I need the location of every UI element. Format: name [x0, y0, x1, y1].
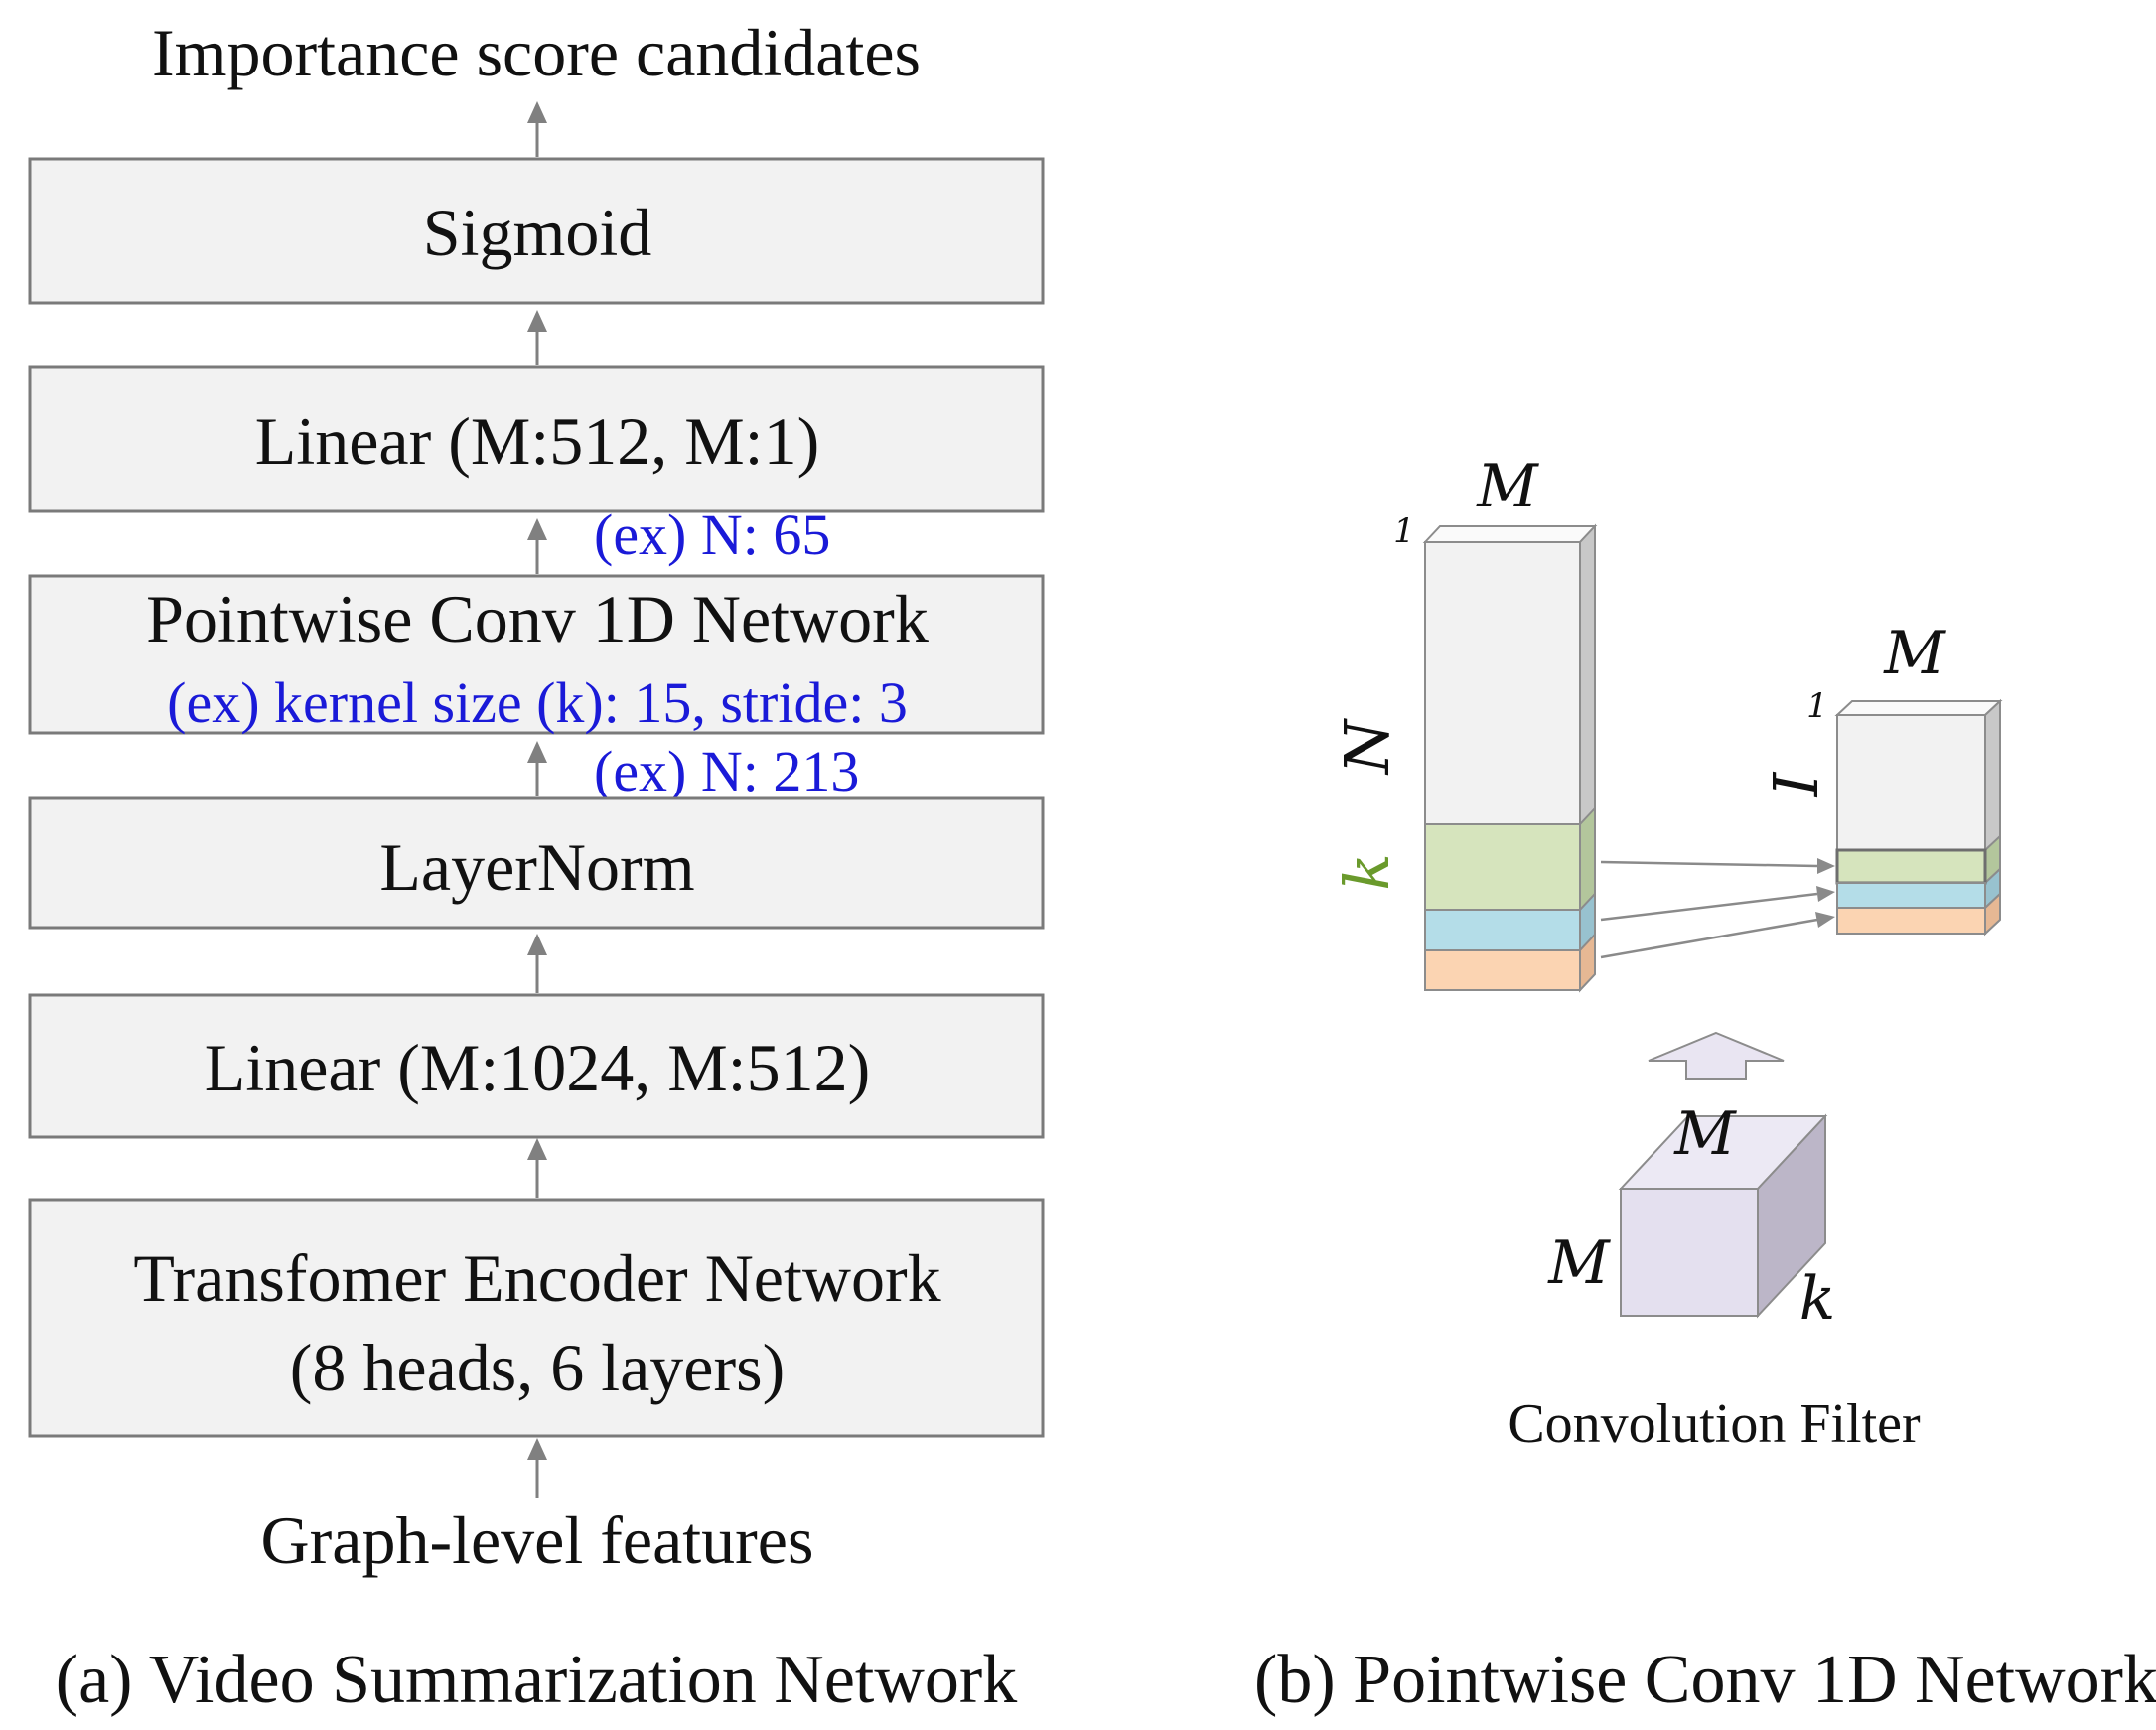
caption-b: (b) Pointwise Conv 1D Network	[1254, 1642, 2156, 1718]
input-label: Graph-level features	[261, 1503, 814, 1578]
arrowhead-icon	[1817, 858, 1835, 874]
input-tensor-side-green	[1579, 805, 1596, 913]
input-tensor-face	[1424, 541, 1581, 825]
panel-a: Importance score candidates Sigmoid Line…	[28, 15, 1045, 1718]
sigmoid-block	[28, 157, 1045, 305]
filter-front	[1620, 1188, 1759, 1317]
panel-b: M 1 N k M 1 I	[1254, 452, 2156, 1718]
arrowhead-icon	[527, 1438, 547, 1460]
output-width-label: M	[1883, 619, 1946, 688]
filter-label: Convolution Filter	[1508, 1393, 1921, 1455]
filter-left-label: M	[1547, 1228, 1611, 1298]
arrowhead-icon	[527, 518, 547, 540]
linear1-block	[28, 993, 1045, 1139]
pwconv-label: Pointwise Conv 1D Network	[146, 581, 929, 656]
output-band-orange	[1836, 907, 1986, 935]
arrowhead-icon	[527, 934, 547, 955]
input-depth-label: 1	[1393, 511, 1415, 551]
input-width-label: M	[1476, 452, 1539, 521]
up-arrow-icon	[1648, 1031, 1785, 1080]
arrowhead-icon	[527, 741, 547, 763]
transformer-block	[28, 1198, 1045, 1438]
linear1-label: Linear (M:1024, M:512)	[205, 1030, 870, 1105]
output-tensor: M 1 I	[1760, 619, 2003, 937]
output-tensor-face	[1836, 714, 1986, 851]
convolution-filter: M M k	[1547, 1099, 1835, 1334]
kernel-annotation: (ex) kernel size (k): 15, stride: 3	[167, 670, 908, 735]
layernorm-block	[28, 796, 1045, 930]
pwconv-block	[28, 574, 1045, 735]
output-height-label: I	[1760, 771, 1832, 797]
n-in-annotation: (ex) N: 213	[594, 739, 859, 803]
mapping-arrows	[1600, 858, 1835, 959]
input-tensor-top	[1422, 525, 1598, 543]
caption-a: (a) Video Summarization Network	[56, 1642, 1017, 1718]
kernel-label: k	[1331, 853, 1403, 891]
layernorm-label: LayerNorm	[379, 829, 694, 905]
output-band-green	[1835, 848, 1987, 885]
linear2-block	[28, 365, 1045, 513]
arrowhead-icon	[1815, 912, 1835, 928]
sigmoid-label: Sigmoid	[423, 195, 652, 270]
kernel-window-band	[1424, 823, 1581, 911]
input-height-label: N	[1331, 717, 1403, 776]
output-band-blue	[1836, 882, 1986, 909]
filter-depth-label: k	[1799, 1264, 1835, 1334]
input-tensor: M 1 N k	[1331, 452, 1598, 993]
transformer-label-line1: Transfomer Encoder Network	[133, 1240, 940, 1316]
filter-top-label: M	[1673, 1099, 1737, 1169]
output-depth-label: 1	[1806, 686, 1828, 726]
transformer-label-line2: (8 heads, 6 layers)	[290, 1330, 785, 1405]
arrow-green-map	[1600, 860, 1818, 868]
arrow-blue-map	[1600, 892, 1818, 922]
stride-band-orange	[1424, 949, 1581, 991]
arrowhead-icon	[527, 1138, 547, 1160]
flow-arrows	[527, 101, 547, 1498]
arrow-orange-map	[1600, 918, 1818, 959]
output-label: Importance score candidates	[152, 15, 921, 90]
n-out-annotation: (ex) N: 65	[594, 503, 830, 567]
stride-band-blue	[1424, 909, 1581, 951]
arrowhead-icon	[1816, 886, 1835, 902]
arrowhead-icon	[527, 101, 547, 123]
linear2-label: Linear (M:512, M:1)	[255, 403, 819, 479]
output-tensor-top	[1834, 700, 2003, 716]
arrowhead-icon	[527, 310, 547, 332]
